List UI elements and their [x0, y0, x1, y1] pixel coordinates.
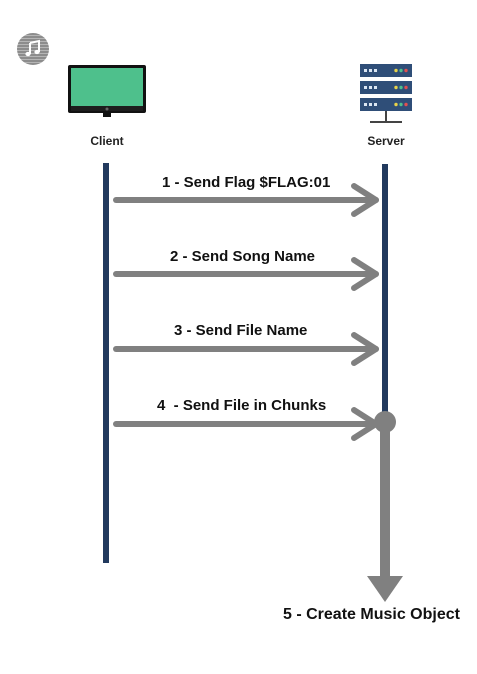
server-label: Server [367, 134, 405, 148]
message-arrow-1 [113, 183, 379, 217]
result-label: 5 - Create Music Object [283, 606, 460, 623]
message-label-1: 1 - Send Flag $FLAG:01 [162, 174, 331, 191]
message-label-3: 3 - Send File Name [174, 322, 308, 339]
client-lifeline [103, 163, 109, 563]
message-label-2: 2 - Send Song Name [170, 248, 316, 265]
monitor-icon [66, 63, 148, 124]
message-arrow-2 [113, 257, 379, 291]
message-label-4: 4 - Send File in Chunks [157, 397, 327, 414]
process-arrow [367, 411, 403, 602]
message-arrow-4 [113, 407, 379, 441]
client-label: Client [90, 134, 124, 148]
message-arrow-3 [113, 332, 379, 366]
server-rack-icon [358, 63, 414, 132]
music-note-icon [17, 33, 49, 65]
server-lifeline [382, 164, 388, 422]
